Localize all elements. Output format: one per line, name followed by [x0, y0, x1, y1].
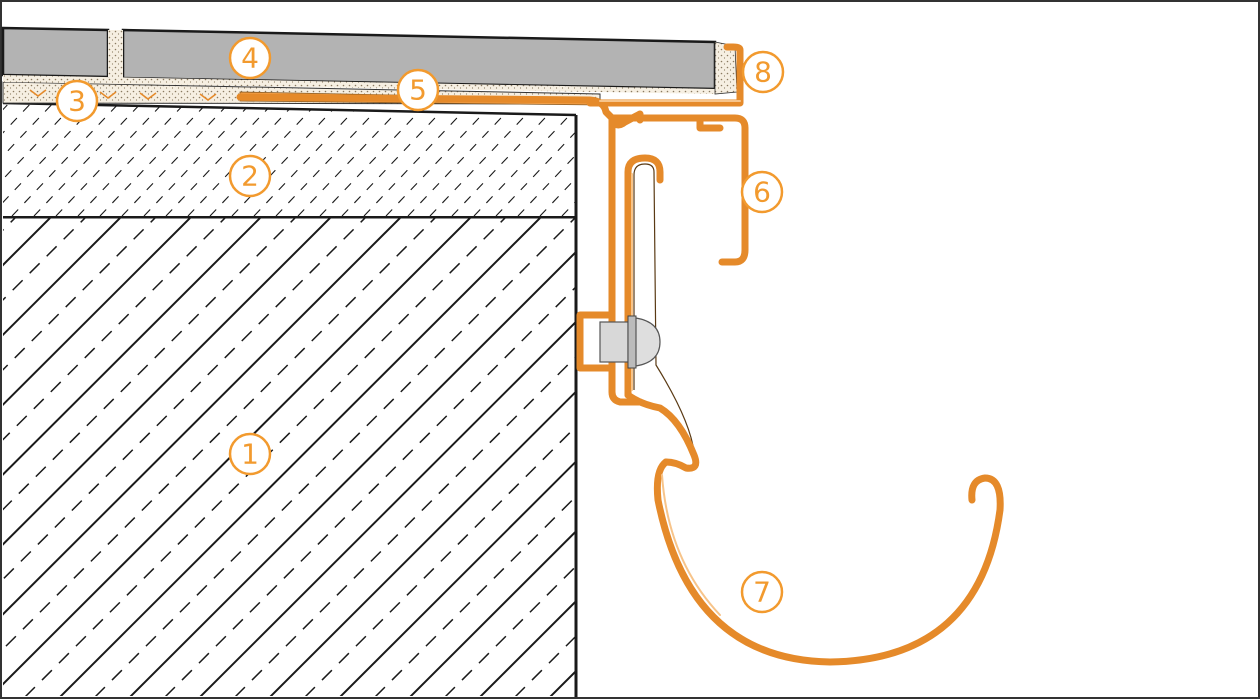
- callout-2: 2: [228, 154, 272, 198]
- callout-7: 7: [740, 570, 784, 614]
- tile-covering: [1, 26, 717, 94]
- callout-5: 5: [396, 68, 440, 112]
- callout-7-label: 7: [753, 576, 771, 609]
- callout-4-label: 4: [241, 42, 259, 75]
- balcony-edge-profile: [236, 43, 749, 406]
- concrete-substrate: [3, 215, 578, 697]
- callout-6-label: 6: [753, 176, 771, 209]
- half-round-gutter: [653, 458, 1004, 666]
- callout-2-label: 2: [241, 160, 259, 193]
- callout-8: 8: [741, 50, 785, 94]
- callout-5-label: 5: [409, 74, 427, 107]
- fixing-clip-with-screw: [576, 311, 661, 372]
- callout-6: 6: [740, 170, 784, 214]
- callout-4: 4: [228, 36, 272, 80]
- screed-layer: [2, 101, 578, 216]
- callout-1: 1: [228, 432, 272, 476]
- callout-3-label: 3: [68, 85, 86, 118]
- gutter-bracket: [624, 154, 700, 472]
- callout-1-label: 1: [241, 438, 259, 471]
- callout-8-label: 8: [754, 56, 772, 89]
- callout-3: 3: [55, 79, 99, 123]
